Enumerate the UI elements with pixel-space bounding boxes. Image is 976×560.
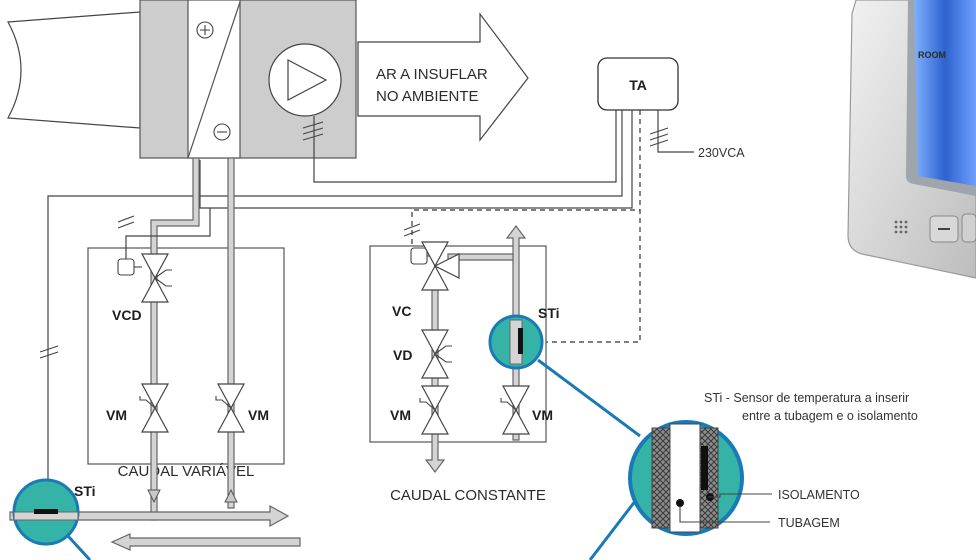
air-handling-unit <box>139 0 357 159</box>
vm-label-3: VM <box>390 407 411 423</box>
vm-valve-4 <box>500 385 531 435</box>
sti-label-main: STi <box>74 483 96 499</box>
sti-sensor-constant <box>488 314 544 370</box>
supply-air-arrow <box>357 12 529 142</box>
vd-label: VD <box>393 347 412 363</box>
fan-icon <box>268 43 342 117</box>
supply-air-label-1: AR A INSUFLAR <box>376 66 488 83</box>
vd-valve <box>420 329 452 379</box>
plus-icon <box>196 21 214 39</box>
vm-valve-2 <box>215 383 246 433</box>
vcd-label: VCD <box>112 307 142 323</box>
vm-valve-1 <box>139 383 170 433</box>
vm-label-4: VM <box>532 407 553 423</box>
minus-icon <box>213 123 231 141</box>
sti-note-line-2: entre a tubagem e o isolamento <box>742 409 918 423</box>
return-air-duct <box>7 11 141 129</box>
sti-detail-magnifier <box>628 420 744 536</box>
insulation-label: ISOLAMENTO <box>778 488 860 502</box>
sti-sensor-main <box>12 478 80 546</box>
constant-flow-label: CAUDAL CONSTANTE <box>390 487 546 504</box>
sti-label-constant: STi <box>538 305 560 321</box>
thermostat-device-photo: ROOM <box>847 0 976 279</box>
vc-label: VC <box>392 303 411 319</box>
ta-label: TA <box>629 77 647 93</box>
voltage-label: 230VCA <box>698 146 745 160</box>
supply-air-label-2: NO AMBIENTE <box>376 88 479 105</box>
thermostat-ta: TA <box>597 57 679 111</box>
vm-label-1: VM <box>106 407 127 423</box>
sti-note-line-1: STi - Sensor de temperatura a inserir <box>704 391 909 405</box>
speaker-grille <box>894 220 908 234</box>
thermostat-screen-label: ROOM <box>918 50 946 60</box>
pipe-label: TUBAGEM <box>778 516 840 530</box>
vm-valve-3 <box>419 385 450 435</box>
vm-label-2: VM <box>248 407 269 423</box>
variable-flow-box: CAUDAL VARIÁVEL <box>87 247 285 480</box>
